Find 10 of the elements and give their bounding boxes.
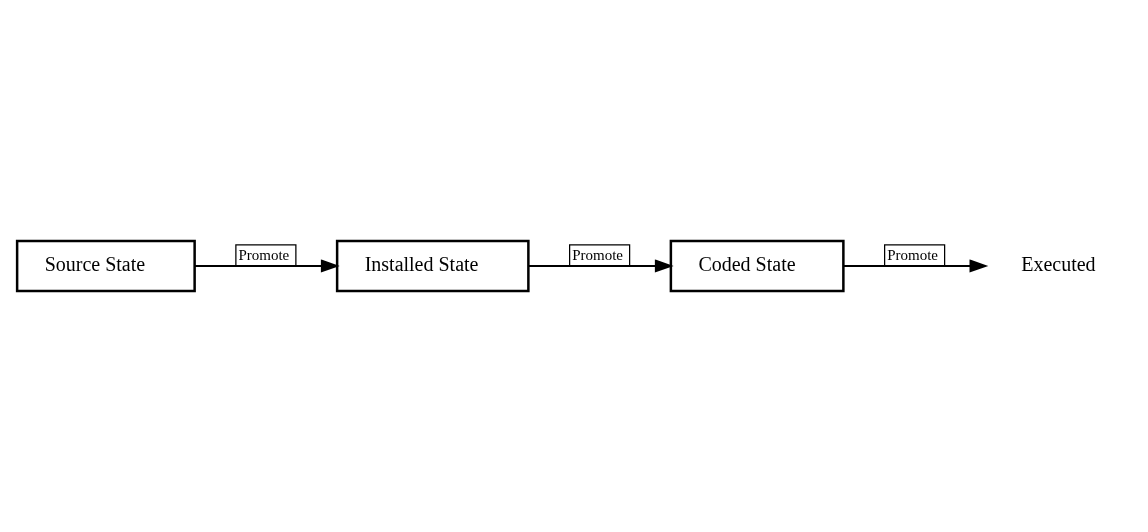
node-box: Installed State	[335, 239, 530, 293]
edge-label: Promote	[238, 246, 290, 263]
node-box: Source State	[15, 239, 196, 293]
arrow	[842, 259, 989, 273]
node-text: Executed	[1021, 252, 1096, 275]
arrow	[527, 259, 674, 273]
node-box: Coded State	[669, 239, 845, 293]
arrow	[193, 259, 340, 273]
edge-label: Promote	[572, 246, 623, 263]
edge-label: Promote	[887, 246, 938, 263]
